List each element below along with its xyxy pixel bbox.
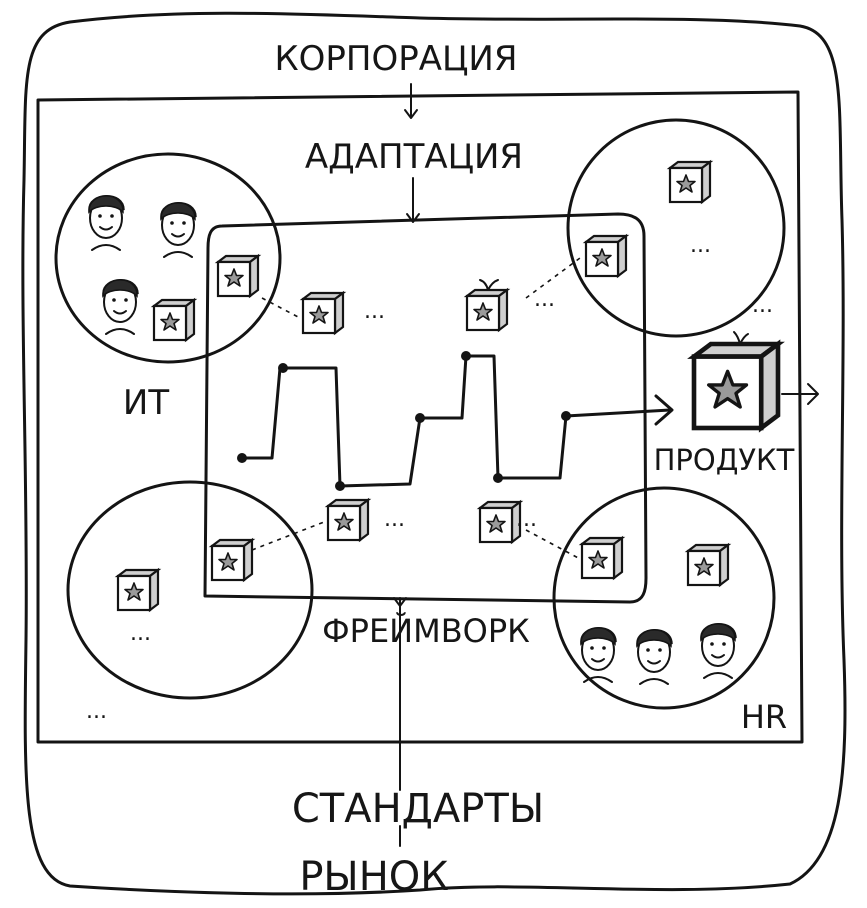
- dashed-link: [261, 297, 301, 319]
- standards-label: СТАНДАРТЫ: [292, 786, 544, 832]
- adaptation-label: АДАПТАЦИЯ: [305, 137, 523, 177]
- star-box-icon: [326, 498, 370, 542]
- star-box-icon: [668, 160, 712, 204]
- star-box-icon: [686, 543, 730, 587]
- star-box-icon: [584, 234, 628, 278]
- star-box-icon: [478, 500, 522, 544]
- star-box-icon: [116, 568, 160, 612]
- step-dot: [278, 363, 288, 373]
- ellipsis: ...: [690, 233, 711, 258]
- hr-label: HR: [741, 698, 787, 736]
- adaptation-border: [36, 90, 804, 744]
- sprout-icon: [733, 331, 749, 345]
- step-dot: [561, 411, 571, 421]
- step-dot: [237, 453, 247, 463]
- person-icon: [87, 194, 125, 251]
- ellipsis: ...: [86, 699, 107, 724]
- star-box-icon: [152, 298, 196, 342]
- market-label: РЫНОК: [299, 854, 448, 900]
- dashed-link: [525, 529, 583, 561]
- person-icon: [635, 628, 673, 685]
- corporation-border: [21, 11, 847, 896]
- it-circle: [54, 152, 282, 364]
- sprout-icon: [479, 279, 499, 291]
- ellipsis: ...: [130, 621, 151, 646]
- dashed-link: [251, 521, 325, 551]
- hr-circle: [552, 486, 776, 710]
- step-dot: [415, 413, 425, 423]
- star-box-icon: [210, 538, 254, 582]
- ellipsis: ...: [364, 299, 385, 324]
- star-box-icon: [301, 291, 345, 335]
- corporation-label: КОРПОРАЦИЯ: [275, 39, 518, 79]
- product-output-arrow: [781, 383, 819, 405]
- it-label: ИТ: [123, 383, 169, 423]
- star-box-icon: [216, 254, 260, 298]
- ellipsis: ...: [384, 507, 405, 532]
- ellipsis: ...: [752, 293, 773, 318]
- staircase-arrowhead: [654, 394, 674, 426]
- step-dot: [461, 351, 471, 361]
- product-label: ПРОДУКТ: [654, 443, 795, 477]
- person-icon: [699, 622, 737, 679]
- framework-border: [203, 212, 648, 604]
- step-dot: [493, 473, 503, 483]
- person-icon: [101, 278, 139, 335]
- ellipsis: ...: [534, 287, 555, 312]
- step-dot: [335, 481, 345, 491]
- framework-label: ФРЕЙМВОРК: [322, 612, 530, 650]
- product-box-icon: [694, 344, 778, 428]
- ellipsis: ...: [516, 507, 537, 532]
- top-right-circle: [566, 118, 786, 338]
- staircase-path: [240, 354, 672, 488]
- person-icon: [159, 201, 197, 258]
- star-box-icon: [465, 288, 509, 332]
- adaptation-to-framework-arrow: [406, 177, 420, 223]
- star-box-icon: [580, 536, 624, 580]
- dashed-link: [525, 257, 581, 299]
- framework-to-standards-line: [393, 597, 407, 791]
- corporation-to-adaptation-arrow: [404, 83, 418, 119]
- bottom-left-circle: [66, 480, 314, 700]
